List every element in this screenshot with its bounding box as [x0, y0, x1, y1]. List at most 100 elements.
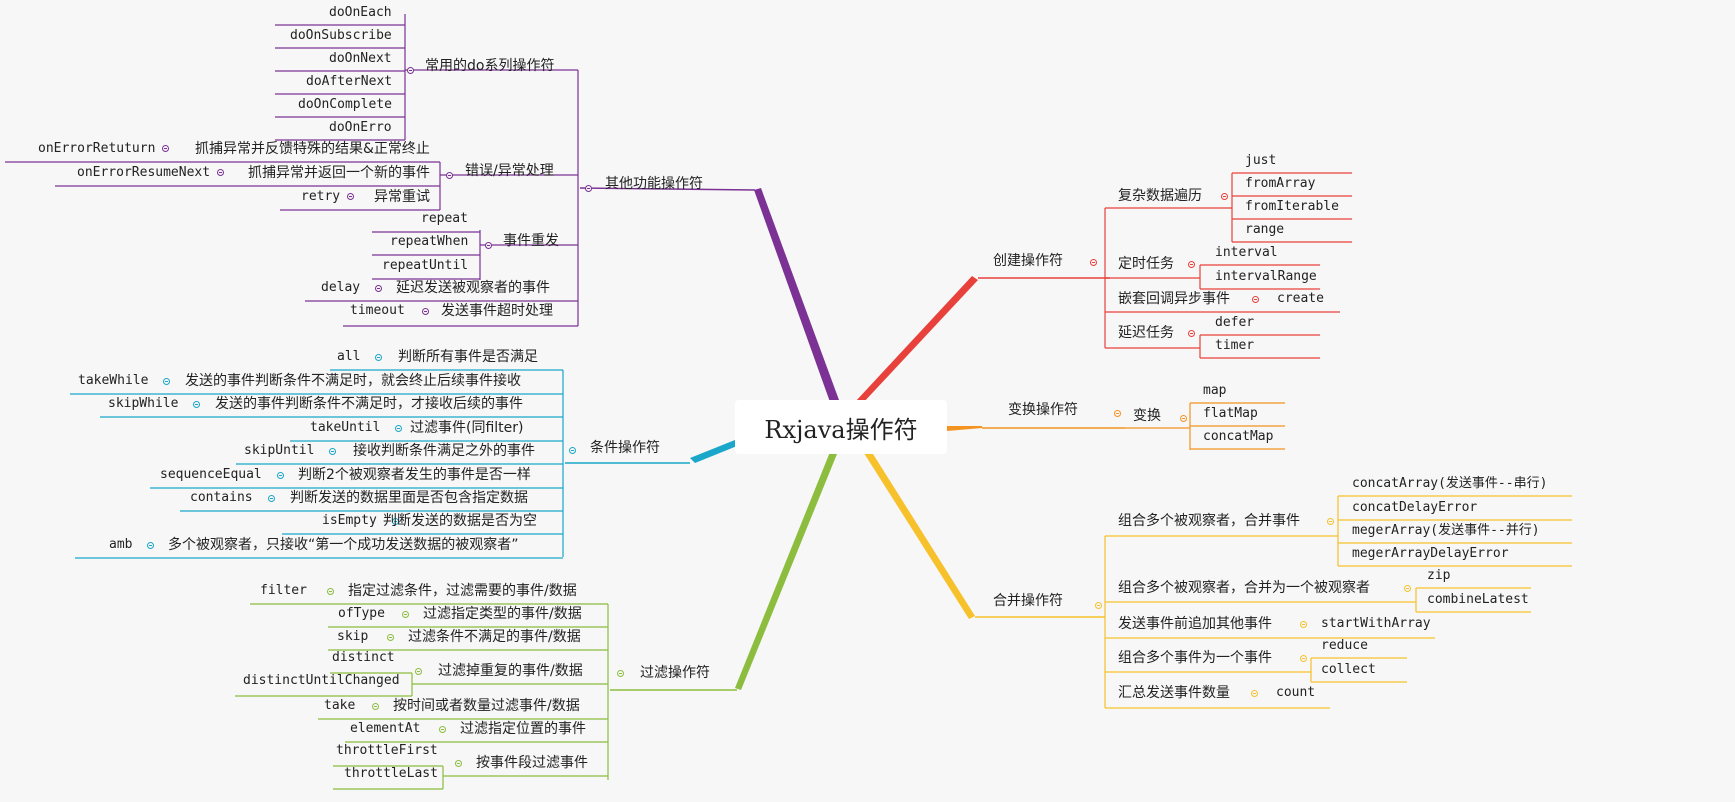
- operator-repeat[interactable]: repeat: [421, 211, 468, 226]
- desc-contains[interactable]: 判断发送的数据里面是否包含指定数据: [290, 490, 528, 506]
- operator-takeWhile[interactable]: takeWhile: [78, 373, 149, 388]
- group-label-merge-4[interactable]: 汇总发送事件数量: [1118, 685, 1230, 701]
- operator-ofType[interactable]: ofType: [338, 606, 385, 621]
- operator-repeatUntil[interactable]: repeatUntil: [382, 258, 469, 273]
- operator-flatMap[interactable]: flatMap: [1203, 406, 1258, 421]
- operator-filter[interactable]: filter: [260, 583, 307, 598]
- operator-doOnNext[interactable]: doOnNext: [329, 51, 392, 66]
- operator-doOnErro[interactable]: doOnErro: [329, 120, 392, 135]
- operator-elementAt[interactable]: elementAt: [350, 721, 421, 736]
- operator-throttleFirst[interactable]: throttleFirst: [336, 743, 438, 758]
- group-label-create-2[interactable]: 嵌套回调异步事件: [1118, 291, 1230, 307]
- operator-onErrorResumeNext[interactable]: onErrorResumeNext: [77, 165, 211, 180]
- desc-skipWhile[interactable]: 发送的事件判断条件不满足时，才接收后续的事件: [215, 396, 523, 412]
- operator-amb[interactable]: amb: [109, 537, 133, 552]
- operator-repeatWhen[interactable]: repeatWhen: [390, 234, 469, 249]
- collapse-toggle-icon[interactable]: [401, 610, 409, 618]
- desc-filter-4[interactable]: 按时间或者数量过滤事件/数据: [393, 698, 580, 714]
- operator-contains[interactable]: contains: [190, 490, 253, 505]
- collapse-toggle-icon[interactable]: [438, 725, 446, 733]
- operator-doOnComplete[interactable]: doOnComplete: [298, 97, 392, 112]
- branch-label-merge[interactable]: 合并操作符: [993, 593, 1063, 609]
- operator-skip[interactable]: skip: [337, 629, 369, 644]
- collapse-toggle-icon[interactable]: [1250, 689, 1258, 697]
- collapse-toggle-icon[interactable]: [454, 759, 462, 767]
- collapse-toggle-icon[interactable]: [1403, 584, 1411, 592]
- collapse-toggle-icon[interactable]: [1299, 654, 1307, 662]
- operator-merge-4-0[interactable]: count: [1276, 685, 1316, 700]
- operator-isEmpty[interactable]: isEmpty: [322, 513, 377, 528]
- branch-label-condition[interactable]: 条件操作符: [590, 440, 660, 456]
- desc-timeout[interactable]: 发送事件超时处理: [441, 303, 553, 319]
- operator-merge-0-3[interactable]: megerArrayDelayError: [1352, 546, 1509, 561]
- operator-merge-0-0[interactable]: concatArray(发送事件--串行): [1352, 476, 1548, 491]
- operator-doOnSubscribe[interactable]: doOnSubscribe: [290, 28, 392, 43]
- group-label-merge-0[interactable]: 组合多个被观察者，合并事件: [1118, 513, 1300, 529]
- operator-merge-0-1[interactable]: concatDelayError: [1352, 500, 1478, 515]
- operator-fromIterable[interactable]: fromIterable: [1245, 199, 1339, 214]
- collapse-toggle-icon[interactable]: [394, 424, 402, 432]
- desc-filter-0[interactable]: 指定过滤条件，过滤需要的事件/数据: [348, 583, 577, 599]
- collapse-toggle-icon[interactable]: [371, 702, 379, 710]
- collapse-toggle-icon[interactable]: [445, 171, 453, 179]
- desc-takeUntil[interactable]: 过滤事件(同filter): [410, 420, 524, 436]
- operator-create[interactable]: create: [1277, 291, 1324, 306]
- operator-skipWhile[interactable]: skipWhile: [108, 396, 179, 411]
- collapse-toggle-icon[interactable]: [386, 633, 394, 641]
- collapse-toggle-icon[interactable]: [161, 144, 169, 152]
- desc-amb[interactable]: 多个被观察者，只接收“第一个成功发送数据的被观察者”: [168, 537, 519, 553]
- collapse-toggle-icon[interactable]: [484, 241, 492, 249]
- operator-range[interactable]: range: [1245, 222, 1285, 237]
- operator-delay[interactable]: delay: [321, 280, 361, 295]
- operator-merge-0-2[interactable]: megerArray(发送事件--并行): [1352, 523, 1540, 538]
- collapse-toggle-icon[interactable]: [276, 471, 284, 479]
- group-label-merge-2[interactable]: 发送事件前追加其他事件: [1118, 616, 1272, 632]
- collapse-toggle-icon[interactable]: [568, 446, 576, 454]
- collapse-toggle-icon[interactable]: [421, 307, 429, 315]
- root-node[interactable]: Rxjava操作符: [735, 400, 947, 454]
- operator-distinctUntilChanged[interactable]: distinctUntilChanged: [243, 673, 400, 688]
- operator-merge-1-1[interactable]: combineLatest: [1427, 592, 1529, 607]
- collapse-toggle-icon[interactable]: [374, 353, 382, 361]
- group-label-do-series[interactable]: 常用的do系列操作符: [425, 58, 555, 74]
- operator-doAfterNext[interactable]: doAfterNext: [306, 74, 393, 89]
- desc-sequenceEqual[interactable]: 判断2个被观察者发生的事件是否一样: [298, 467, 531, 483]
- operator-sequenceEqual[interactable]: sequenceEqual: [160, 467, 262, 482]
- operator-doOnEach[interactable]: doOnEach: [329, 5, 392, 20]
- desc-filter-3[interactable]: 过滤掉重复的事件/数据: [438, 663, 583, 679]
- collapse-toggle-icon[interactable]: [616, 669, 624, 677]
- operator-distinct[interactable]: distinct: [332, 650, 395, 665]
- collapse-toggle-icon[interactable]: [1299, 620, 1307, 628]
- collapse-toggle-icon[interactable]: [391, 517, 399, 525]
- collapse-toggle-icon[interactable]: [146, 541, 154, 549]
- operator-timeout[interactable]: timeout: [350, 303, 405, 318]
- collapse-toggle-icon[interactable]: [1179, 414, 1187, 422]
- collapse-toggle-icon[interactable]: [192, 400, 200, 408]
- collapse-toggle-icon[interactable]: [1113, 409, 1121, 417]
- collapse-toggle-icon[interactable]: [374, 284, 382, 292]
- collapse-toggle-icon[interactable]: [1089, 258, 1097, 266]
- desc-filter-6[interactable]: 按事件段过滤事件: [476, 755, 588, 771]
- operator-retry[interactable]: retry: [301, 189, 341, 204]
- collapse-toggle-icon[interactable]: [328, 447, 336, 455]
- desc-onErrorRetuturn[interactable]: 抓捕异常并反馈特殊的结果&正常终止: [195, 141, 430, 157]
- operator-all[interactable]: all: [337, 349, 361, 364]
- operator-intervalRange[interactable]: intervalRange: [1215, 269, 1317, 284]
- operator-onErrorRetuturn[interactable]: onErrorRetuturn: [38, 141, 156, 156]
- collapse-toggle-icon[interactable]: [326, 587, 334, 595]
- collapse-toggle-icon[interactable]: [1326, 517, 1334, 525]
- collapse-toggle-icon[interactable]: [1187, 260, 1195, 268]
- operator-merge-2-0[interactable]: startWithArray: [1321, 616, 1431, 631]
- operator-map[interactable]: map: [1203, 383, 1227, 398]
- desc-onErrorResumeNext[interactable]: 抓捕异常并返回一个新的事件: [248, 165, 430, 181]
- operator-merge-1-0[interactable]: zip: [1427, 568, 1451, 583]
- desc-skipUntil[interactable]: 接收判断条件满足之外的事件: [353, 443, 535, 459]
- collapse-toggle-icon[interactable]: [1187, 329, 1195, 337]
- operator-fromArray[interactable]: fromArray: [1245, 176, 1316, 191]
- operator-merge-3-0[interactable]: reduce: [1321, 638, 1368, 653]
- group-label-create-0[interactable]: 复杂数据遍历: [1118, 188, 1202, 204]
- group-label-merge-1[interactable]: 组合多个被观察者，合并为一个被观察者: [1118, 580, 1370, 596]
- collapse-toggle-icon[interactable]: [584, 184, 592, 192]
- operator-just[interactable]: just: [1245, 153, 1277, 168]
- group-label-create-3[interactable]: 延迟任务: [1118, 325, 1174, 341]
